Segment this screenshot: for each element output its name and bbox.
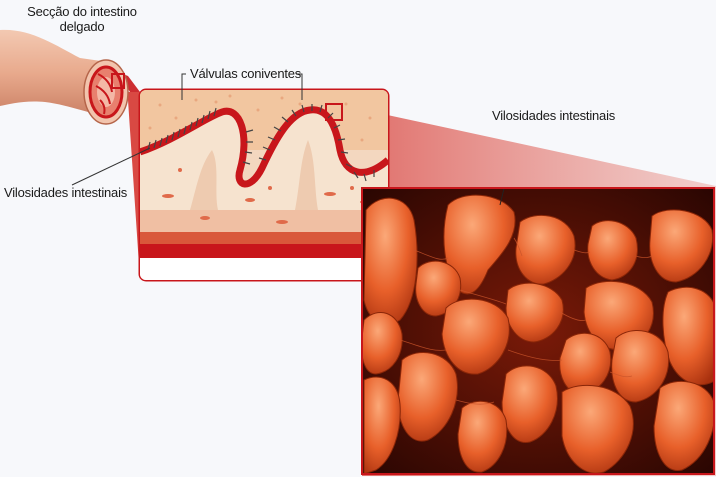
label-small-intestine-section: Secção do intestino delgado — [22, 4, 142, 34]
intestine-tube — [0, 30, 128, 124]
label-villi-left: Vilosidades intestinais — [4, 185, 127, 200]
label-plicae-circulares: Válvulas coniventes — [190, 66, 301, 81]
label-villi-right: Vilosidades intestinais — [492, 108, 615, 123]
